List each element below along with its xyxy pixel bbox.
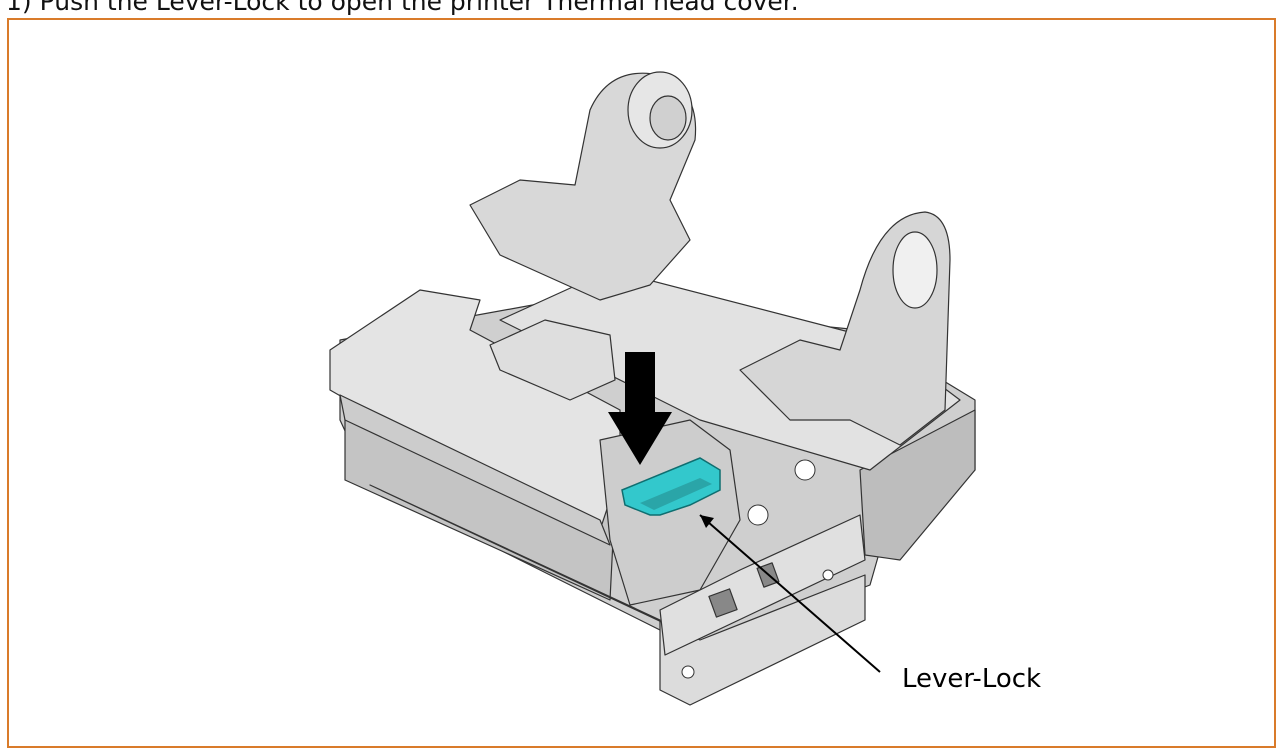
callout-leader-line — [699, 514, 881, 673]
thermal-head-cover — [489, 319, 616, 401]
printer-base-flange — [369, 484, 866, 706]
right-block — [859, 409, 976, 561]
right-roll-hub — [892, 231, 938, 309]
down-arrow-icon — [608, 352, 672, 465]
instruction-text: 1) Push the Lever-Lock to open the print… — [6, 0, 799, 16]
self-button — [708, 588, 738, 618]
callout-label-lever-lock: Lever-Lock — [902, 664, 1042, 694]
